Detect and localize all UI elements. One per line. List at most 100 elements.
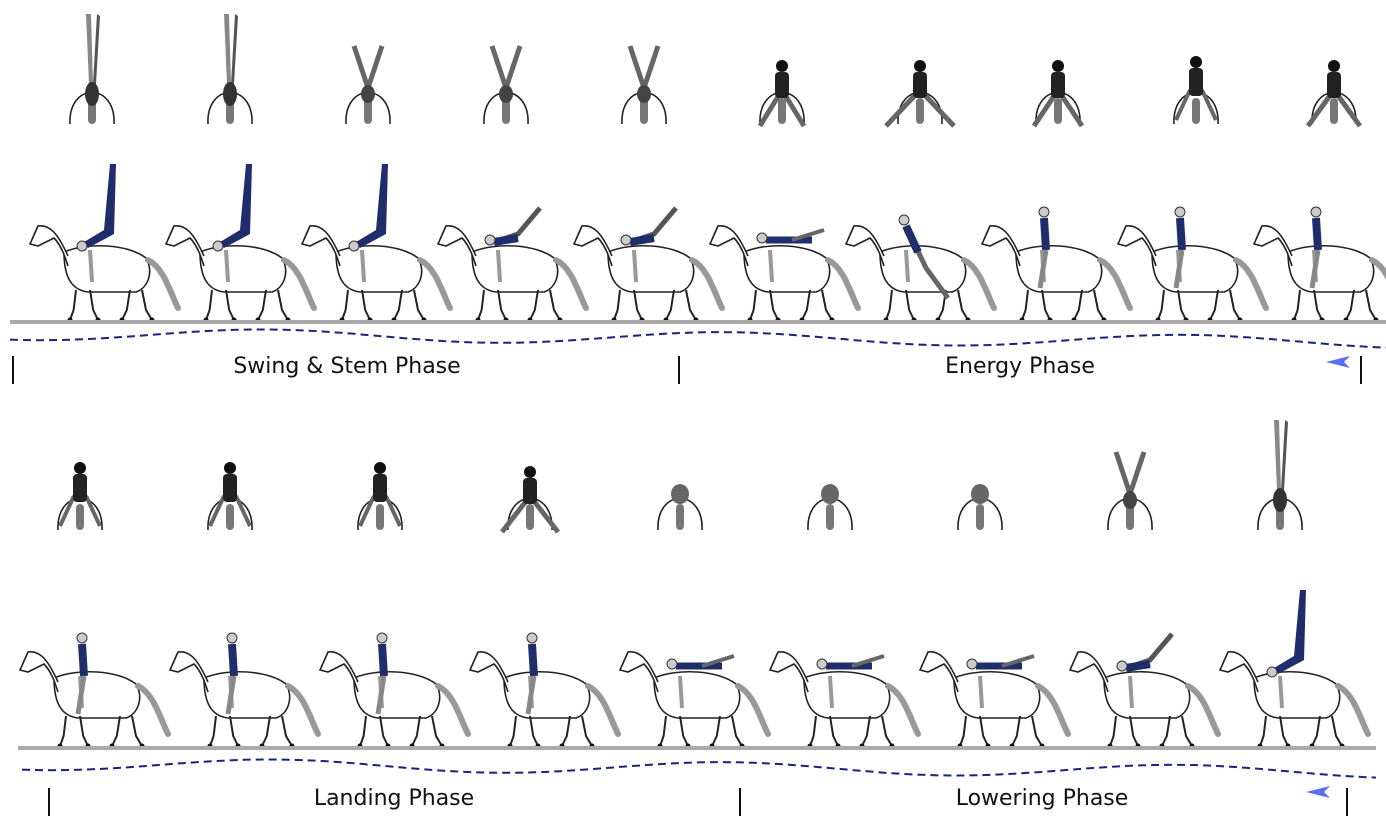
vaulter-legs bbox=[1274, 420, 1281, 490]
horse-side-icon bbox=[844, 214, 997, 323]
horse-leg bbox=[1073, 289, 1083, 321]
horse-leg bbox=[1177, 289, 1187, 321]
vaulter-legs bbox=[375, 675, 387, 715]
horse-leg bbox=[1229, 289, 1241, 321]
vaulter-legs bbox=[1001, 654, 1035, 668]
horse-body-outline bbox=[335, 244, 423, 293]
surcingle bbox=[678, 675, 684, 709]
horse-head-outline bbox=[572, 225, 613, 267]
vaulter-icon bbox=[525, 632, 538, 715]
surcingle bbox=[904, 249, 910, 283]
vaulter-legs bbox=[1113, 451, 1147, 495]
vaulter-body bbox=[902, 224, 922, 254]
horse-side-icon bbox=[164, 164, 317, 323]
horse-leg bbox=[1129, 715, 1139, 747]
direction-arrow-shape bbox=[1326, 356, 1350, 368]
vaulter-icon bbox=[489, 45, 523, 103]
horse-side-icon bbox=[918, 651, 1071, 749]
vaulter-torso bbox=[223, 474, 237, 502]
vaulter-icon bbox=[225, 632, 238, 715]
phase-divider bbox=[678, 356, 680, 384]
horse-side-icon bbox=[708, 225, 861, 323]
horse-head-outline bbox=[300, 225, 341, 267]
horse-side-icon bbox=[168, 632, 321, 749]
vaulter-torso bbox=[73, 474, 87, 502]
horse-leg bbox=[561, 715, 571, 747]
vaulter-body bbox=[220, 164, 252, 248]
phase-divider bbox=[48, 788, 50, 816]
horse-side-icon bbox=[318, 632, 471, 749]
row1-wave-line bbox=[9, 328, 1386, 349]
horse-leg bbox=[529, 715, 539, 747]
vaulter-torso bbox=[1189, 68, 1203, 96]
vaulter-icon bbox=[1116, 632, 1174, 672]
horse-tail bbox=[526, 504, 534, 530]
horse-leg bbox=[711, 715, 721, 747]
horse-rear-icon bbox=[1305, 60, 1363, 128]
row2-wave-line bbox=[21, 758, 1377, 779]
surcingle bbox=[768, 249, 774, 283]
vaulter-head bbox=[914, 60, 926, 72]
vaulter-legs bbox=[224, 14, 231, 84]
vaulter-body bbox=[84, 164, 116, 248]
horse-leg bbox=[1209, 289, 1219, 321]
vaulter-legs bbox=[225, 675, 237, 715]
row2-rear-view-group bbox=[57, 420, 1303, 534]
horse-rear-icon bbox=[1257, 420, 1303, 531]
vaulter-head bbox=[74, 462, 86, 474]
vaulter-torso bbox=[223, 82, 237, 106]
horse-head-outline bbox=[28, 225, 69, 267]
phase-label-landing: Landing Phase bbox=[313, 786, 475, 811]
vaulter-head bbox=[348, 240, 360, 252]
vaulter-legs bbox=[489, 45, 523, 89]
horse-body-outline bbox=[53, 670, 141, 719]
vaulter-legs bbox=[1037, 249, 1049, 289]
vaulter-torso bbox=[85, 82, 99, 106]
horse-rear-icon bbox=[357, 462, 403, 531]
vaulter-head bbox=[666, 658, 678, 670]
vaulter-head bbox=[376, 632, 388, 644]
horse-head-outline bbox=[980, 225, 1021, 267]
horse-leg bbox=[801, 289, 811, 321]
vaulter-icon bbox=[223, 14, 238, 106]
horse-leg bbox=[613, 289, 621, 321]
surcingle bbox=[496, 249, 502, 283]
horse-leg bbox=[1311, 715, 1321, 747]
horse-leg bbox=[749, 289, 757, 321]
phase-label-swing-stem: Swing & Stem Phase bbox=[233, 354, 461, 379]
horse-leg bbox=[121, 289, 131, 321]
horse-leg bbox=[1093, 289, 1105, 321]
horse-side-icon bbox=[1068, 632, 1221, 749]
horse-leg bbox=[281, 715, 293, 747]
horse-leg bbox=[829, 715, 839, 747]
horse-tail bbox=[676, 504, 684, 530]
horse-tail bbox=[916, 98, 924, 124]
horse-side-icon bbox=[1218, 590, 1371, 749]
vaulter-torso bbox=[775, 72, 789, 98]
vaulter-icon bbox=[671, 484, 689, 504]
horse-head-outline bbox=[1116, 225, 1157, 267]
horse-leg bbox=[361, 289, 371, 321]
vaulter-head bbox=[1190, 56, 1202, 68]
horse-leg bbox=[131, 715, 143, 747]
vaulter-icon bbox=[756, 228, 825, 244]
vaulter-icon bbox=[1031, 60, 1085, 128]
vaulter-body bbox=[356, 164, 388, 248]
horse-head-outline bbox=[708, 225, 749, 267]
horse-leg bbox=[979, 715, 989, 747]
horse-leg bbox=[809, 715, 817, 747]
horse-rear-icon bbox=[621, 45, 667, 125]
vaulter-torso bbox=[671, 484, 689, 504]
horse-tail bbox=[553, 257, 589, 311]
horse-side-icon bbox=[1116, 206, 1269, 323]
horse-leg bbox=[957, 289, 969, 321]
horse-leg bbox=[1157, 289, 1165, 321]
horse-leg bbox=[59, 715, 67, 747]
horse-side-icon bbox=[18, 632, 171, 749]
vaulter-icon bbox=[75, 632, 88, 715]
horse-head-outline bbox=[1218, 651, 1259, 693]
horse-leg bbox=[411, 715, 421, 747]
vaulter-body bbox=[1312, 217, 1322, 251]
